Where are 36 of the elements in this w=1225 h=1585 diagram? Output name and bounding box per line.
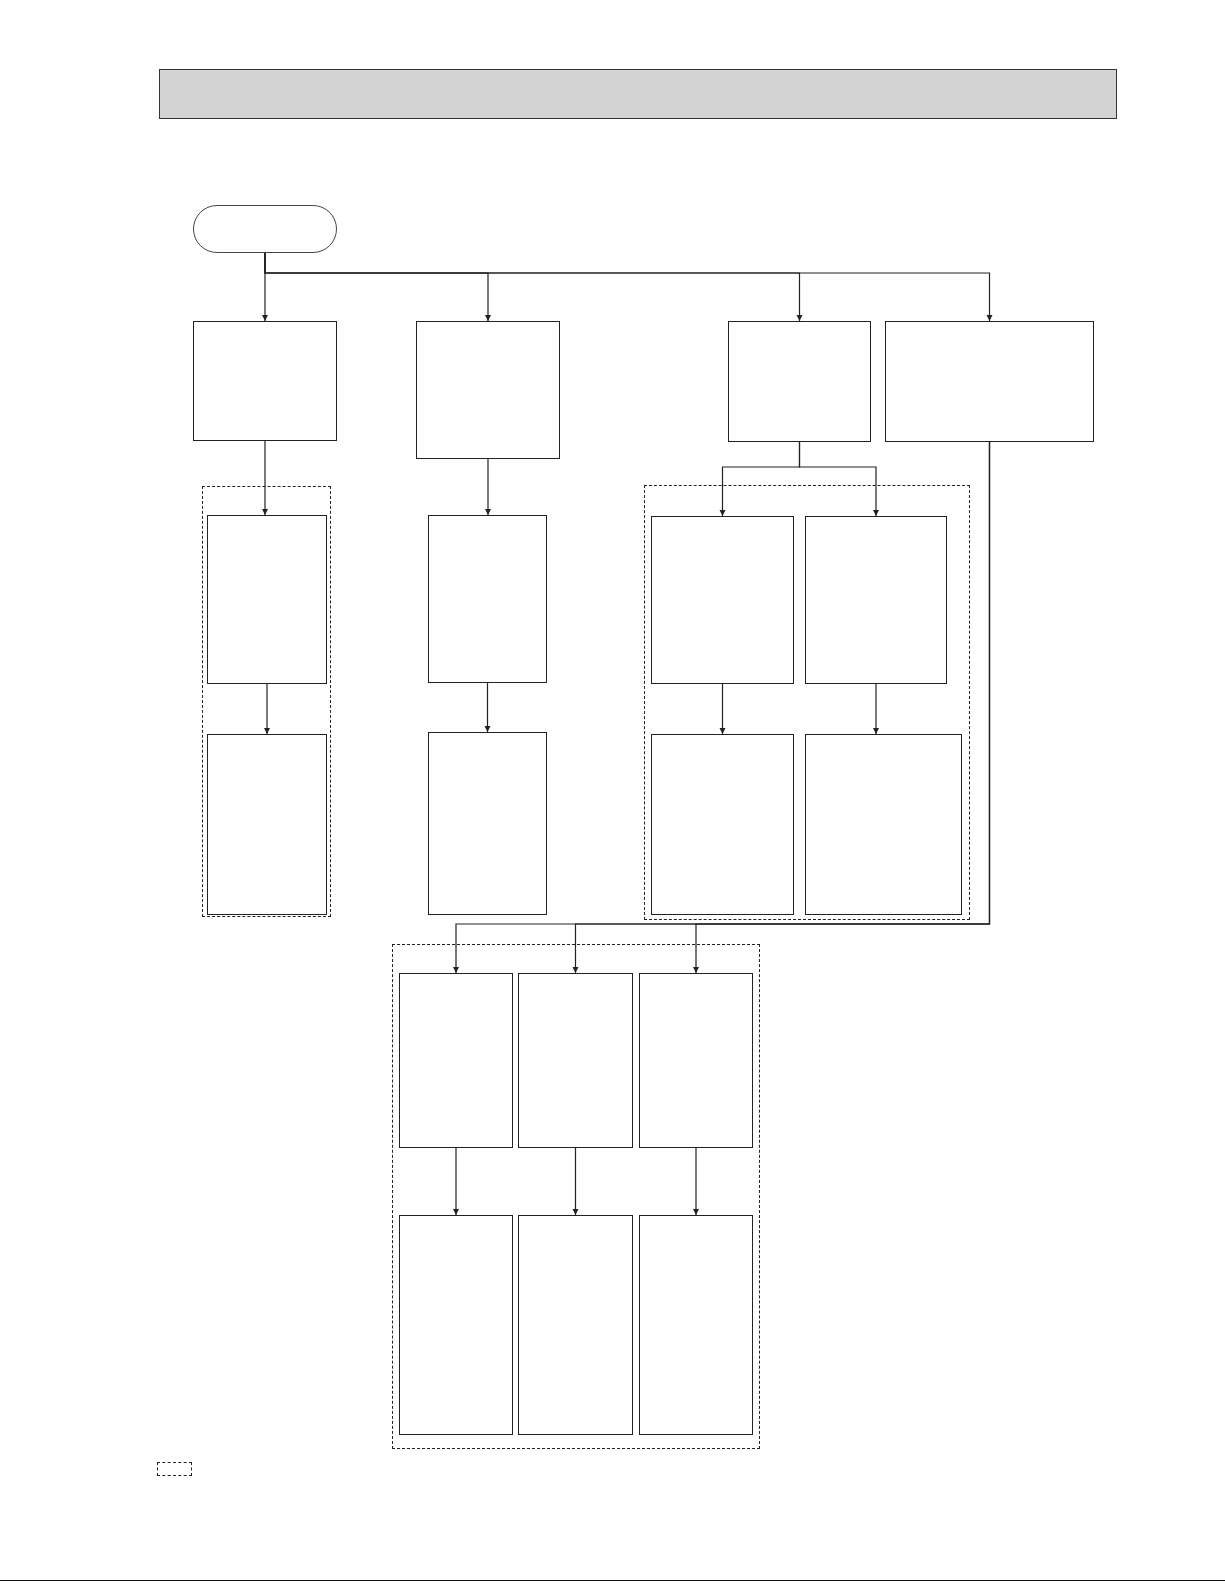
process-box (416, 321, 560, 459)
arrow (873, 683, 879, 735)
process-box (805, 516, 947, 684)
process-box (193, 321, 337, 441)
arrow (484, 682, 491, 733)
arrow (485, 458, 491, 516)
group-frame (157, 1462, 192, 1476)
process-box (428, 515, 547, 683)
process-box (518, 1215, 633, 1435)
arrow (572, 1147, 579, 1216)
process-box (651, 516, 794, 684)
process-box (428, 732, 547, 915)
arrow (693, 441, 991, 974)
process-box (639, 973, 753, 1148)
process-box (639, 1215, 753, 1435)
process-box (728, 321, 871, 442)
arrow (798, 441, 879, 517)
arrow (264, 683, 270, 735)
arrow (262, 440, 268, 516)
process-box (805, 734, 962, 915)
process-box (207, 515, 327, 684)
process-box (399, 973, 513, 1148)
process-box (207, 734, 327, 915)
arrow (264, 252, 993, 322)
start-terminal (193, 205, 337, 253)
arrow (453, 1147, 459, 1216)
process-box (651, 734, 794, 915)
group-frame (392, 944, 760, 1449)
process-box (399, 1215, 513, 1435)
group-frame (202, 486, 331, 917)
arrow (693, 1147, 699, 1216)
process-box (518, 973, 633, 1148)
header-bar (159, 69, 1117, 119)
arrow (719, 683, 726, 735)
group-frame (644, 485, 970, 920)
process-box (885, 321, 1094, 442)
